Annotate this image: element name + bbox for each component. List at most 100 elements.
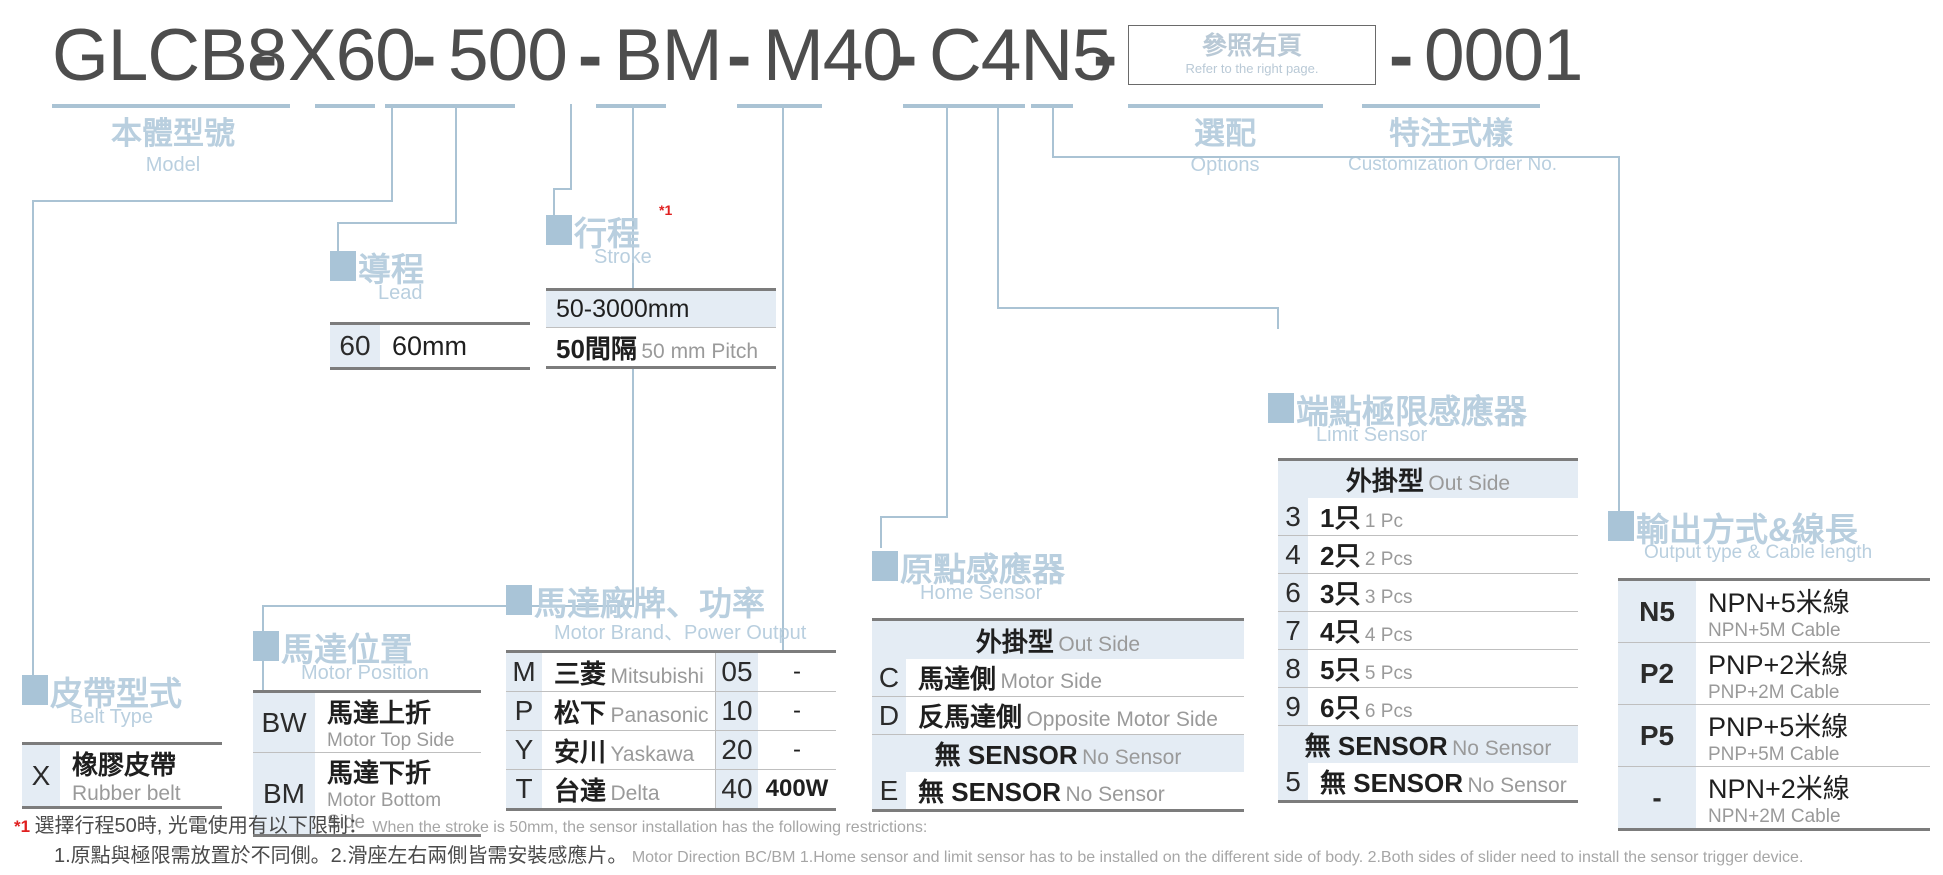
footnote-line2-cn: 1.原點與極限需放置於不同側。2.滑座左右兩側皆需安裝感應片。 xyxy=(54,845,628,867)
home-sensor-band1-cn: 外掛型 xyxy=(975,626,1054,657)
code-segment-belt-lead: X60 xyxy=(288,15,416,96)
limit-sensor-table: 外掛型 Out Side 3 1只 1 Pc 4 2只 2 Pcs 6 3只 3… xyxy=(1278,458,1578,803)
limit-sensor-en: No Sensor xyxy=(1467,774,1567,797)
table-row: 6 3只 3 Pcs xyxy=(1278,573,1578,612)
stroke-pitch-cell: 50間隔 50 mm Pitch xyxy=(546,327,776,369)
limit-sensor-en: 1 Pc xyxy=(1364,511,1403,532)
connector-belt-v2 xyxy=(32,200,34,692)
group-home-sensor-cn: 原點感應器 xyxy=(900,551,1065,588)
output-type-value-cell: PNP+2米線 PNP+2M Cable xyxy=(1696,643,1930,705)
table-row: 60 60mm xyxy=(330,323,530,369)
home-sensor-en: Opposite Motor Side xyxy=(1026,708,1218,731)
table-row: X 橡膠皮帶 Rubber belt xyxy=(22,743,222,808)
limit-sensor-en: 2 Pcs xyxy=(1364,549,1413,570)
limit-sensor-code-cell: 4 xyxy=(1278,535,1308,574)
stroke-range-cell: 50-3000mm xyxy=(546,288,776,328)
table-row: 無 SENSOR No Sensor xyxy=(872,734,1244,772)
limit-sensor-band2-cn: 無 SENSOR xyxy=(1304,731,1448,761)
output-type-en: NPN+2M Cable xyxy=(1708,806,1841,827)
code-separator: - xyxy=(893,15,918,96)
table-row: 5 無 SENSOR No Sensor xyxy=(1278,763,1578,802)
limit-sensor-en: 6 Pcs xyxy=(1364,701,1413,722)
group-model-en: Model xyxy=(145,154,201,176)
motor-power-code-cell: 10 xyxy=(715,691,758,731)
motor-position-cn: 馬達上折 xyxy=(327,698,432,728)
table-row: - NPN+2米線 NPN+2M Cable xyxy=(1618,766,1930,830)
motor-brand-name-cell: 安川 Yaskawa xyxy=(542,730,716,770)
connector-belt-v1 xyxy=(391,104,393,202)
motor-brand-en: Panasonic xyxy=(610,703,709,727)
table-row: BW 馬達上折 Motor Top Side xyxy=(253,691,481,753)
table-row: P2 PNP+2米線 PNP+2M Cable xyxy=(1618,642,1930,705)
group-model-cn: 本體型號 xyxy=(111,116,235,151)
limit-sensor-value-cell: 3只 3 Pcs xyxy=(1308,574,1578,612)
motor-position-en: Motor Bottom Side xyxy=(327,790,442,833)
table-row: 7 4只 4 Pcs xyxy=(1278,611,1578,650)
group-limit-sensor-cn: 端點極限感應器 xyxy=(1296,393,1527,430)
limit-sensor-code-cell: 7 xyxy=(1278,611,1308,650)
limit-sensor-value-cell: 1只 1 Pc xyxy=(1308,498,1578,536)
home-sensor-value-cell: 反馬達側 Opposite Motor Side xyxy=(906,697,1244,735)
table-row: P 松下 Panasonic 10 - xyxy=(506,691,836,731)
table-row: 50-3000mm xyxy=(546,288,776,328)
code-separator: - xyxy=(253,15,278,96)
group-lead-en: Lead xyxy=(378,282,423,304)
connector-home-h1 xyxy=(880,516,948,518)
motor-position-cn: 馬達下折 xyxy=(327,758,432,788)
table-row: 外掛型 Out Side xyxy=(872,618,1244,659)
footnote-line2-en: Motor Direction BC/BM 1.Home sensor and … xyxy=(631,849,1804,866)
belt-type-en: Rubber belt xyxy=(72,782,181,805)
home-sensor-cn: 無 SENSOR xyxy=(918,777,1062,807)
limit-sensor-en: 4 Pcs xyxy=(1364,625,1413,646)
group-motor-position-cn: 馬達位置 xyxy=(281,631,413,668)
limit-sensor-code-cell: 3 xyxy=(1278,498,1308,536)
home-sensor-code-cell: E xyxy=(872,772,906,811)
home-sensor-en: Motor Side xyxy=(1000,670,1103,693)
group-motor-brand-en: Motor Brand、Power Output xyxy=(554,622,807,644)
connector-lead-h1 xyxy=(337,222,457,224)
code-underline-customization xyxy=(1362,104,1540,108)
footnote-line-2: 1.原點與極限需放置於不同側。2.滑座左右兩側皆需安裝感應片。 Motor Di… xyxy=(14,842,1934,872)
code-segment-sensor: C4N5 xyxy=(929,15,1113,96)
output-type-code-cell: - xyxy=(1618,766,1696,830)
output-type-code-cell: P5 xyxy=(1618,704,1696,767)
output-type-cn: PNP+5米線 xyxy=(1708,712,1849,742)
code-segment-motor-brand: M40 xyxy=(763,15,903,96)
code-segment-customization: 0001 xyxy=(1424,15,1583,96)
group-motor-position-en: Motor Position xyxy=(301,662,429,684)
motor-position-marker-icon xyxy=(253,631,279,661)
table-row: N5 NPN+5米線 NPN+5M Cable xyxy=(1618,579,1930,643)
output-type-en: PNP+5M Cable xyxy=(1708,744,1840,765)
home-sensor-band1-en: Out Side xyxy=(1058,632,1141,656)
motor-brand-name-cell: 三菱 Mitsubishi xyxy=(542,651,716,692)
output-type-code-cell: N5 xyxy=(1618,579,1696,643)
group-limit-sensor-en: Limit Sensor xyxy=(1316,424,1428,446)
footnote-line1-cn: 選擇行程50時, 光電使用有以下限制： xyxy=(34,815,368,837)
output-type-en: PNP+2M Cable xyxy=(1708,682,1840,703)
home-sensor-cn: 馬達側 xyxy=(918,664,997,694)
connector-output-v2 xyxy=(1618,156,1620,516)
connector-belt-h1 xyxy=(32,200,393,202)
lead-table: 60 60mm xyxy=(330,322,530,370)
code-underline-options xyxy=(1128,104,1323,108)
home-sensor-en: No Sensor xyxy=(1065,783,1165,806)
options-refer-box: 參照右頁 Refer to the right page. xyxy=(1128,25,1376,85)
limit-sensor-code-cell: 6 xyxy=(1278,573,1308,612)
connector-stroke-v2 xyxy=(553,188,555,220)
table-row: 3 1只 1 Pc xyxy=(1278,498,1578,536)
group-stroke-cn: 行程 xyxy=(574,215,640,252)
motor-brand-marker-icon xyxy=(506,585,532,615)
motor-position-code-cell: BM xyxy=(253,752,315,836)
limit-sensor-cn: 無 SENSOR xyxy=(1320,768,1464,798)
group-belt-type-en: Belt Type xyxy=(70,706,154,728)
code-underline-home2 xyxy=(928,104,970,108)
footnote-star: *1 xyxy=(14,817,31,836)
limit-sensor-code-cell: 9 xyxy=(1278,687,1308,726)
motor-position-code-cell: BW xyxy=(253,691,315,753)
group-output-type-en: Output type & Cable length xyxy=(1644,542,1873,563)
motor-brand-name-cell: 台達 Delta xyxy=(542,769,716,810)
table-row: M 三菱 Mitsubishi 05 - xyxy=(506,651,836,692)
belt-type-cn: 橡膠皮帶 xyxy=(72,750,177,780)
motor-power-value-cell: - xyxy=(793,658,801,685)
group-customization-en: Customization Order No. xyxy=(1348,154,1558,175)
